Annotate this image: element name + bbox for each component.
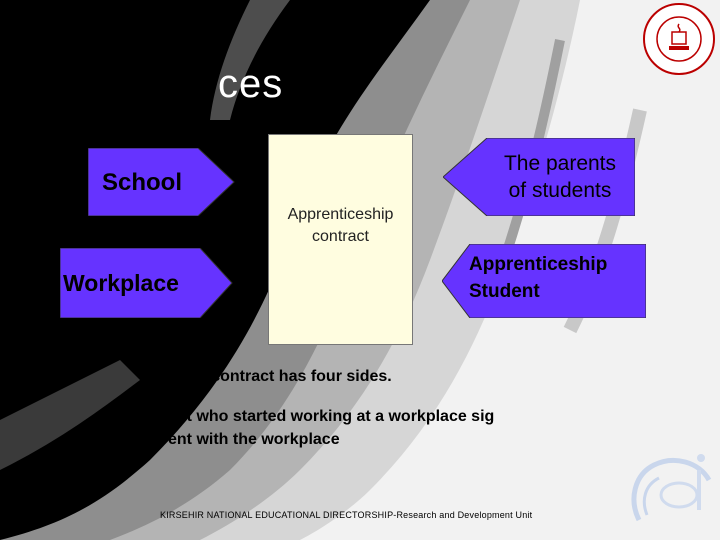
footer-text: KIRSEHIR NATIONAL EDUCATIONAL DIRECTORSH…: [160, 510, 533, 520]
student-label-line1: Apprenticeship: [469, 254, 608, 275]
workplace-node: Workplace: [60, 248, 234, 318]
school-node: School: [88, 148, 236, 216]
workplace-label: Workplace: [63, 270, 179, 296]
parents-node: The parents of students: [443, 138, 635, 216]
contract-box: Apprenticeship contract: [268, 134, 413, 345]
arge-logo-icon: [619, 440, 719, 530]
school-label: School: [102, 169, 183, 196]
contract-label-line1: Apprenticeship: [287, 206, 394, 223]
bullet-2-line-1: ent who started working at a workplace s…: [168, 408, 495, 425]
bullet-1: eship contract has four sides.: [165, 368, 392, 385]
slide-title: ces: [218, 62, 284, 106]
parents-label-line1: The parents: [503, 152, 617, 175]
contract-label-line2: contract: [312, 228, 369, 245]
student-label-line2: Student: [469, 281, 540, 302]
student-node: Apprenticeship Student: [442, 244, 646, 318]
ministry-seal-icon: [642, 2, 716, 76]
parents-label-line2: of students: [508, 179, 612, 202]
bullet-2-line-2: ent with the workplace: [168, 431, 340, 448]
